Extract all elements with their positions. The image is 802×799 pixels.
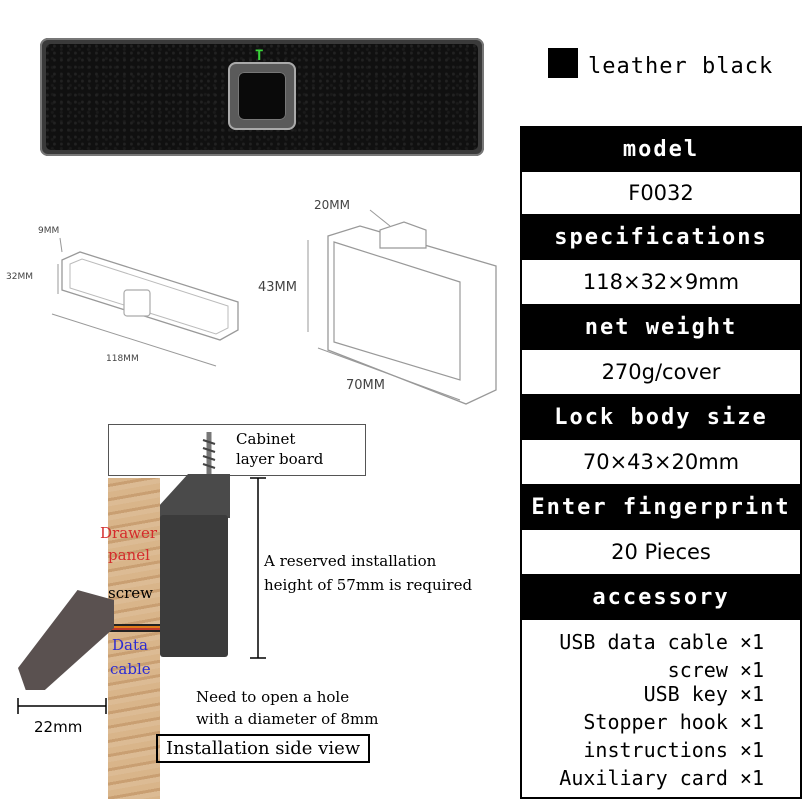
cover-dimension-drawing (51, 237, 239, 367)
accessory-item: instructions ×1 (583, 738, 764, 762)
drawer-panel (108, 478, 160, 799)
screw-icon (202, 432, 216, 478)
data-label-1: Data (112, 636, 148, 654)
drawer-label-2: panel (108, 546, 150, 564)
spec-header-model: model (520, 126, 802, 172)
spec-header-enter-fingerprint: Enter fingerprint (520, 484, 802, 530)
dim-43mm: 43MM (258, 280, 297, 295)
width-dimension-line (17, 698, 107, 714)
spec-header-lock-body-size: Lock body size (520, 394, 802, 440)
dim-118mm: 118MM (106, 354, 139, 364)
handle-width-label: 22mm (34, 718, 83, 736)
accessory-item: Auxiliary card ×1 (559, 766, 764, 790)
accessory-item: Stopper hook ×1 (583, 710, 764, 734)
height-dimension-line (250, 477, 266, 659)
accessory-item: USB data cable ×1 (559, 630, 764, 654)
board-label-1: Cabinet (236, 430, 296, 448)
spec-header-specifications: specifications (520, 214, 802, 260)
usb-key (18, 590, 114, 690)
spec-value-enter-fingerprint: 20 Pieces (520, 530, 802, 574)
spec-value-model: F0032 (520, 172, 802, 214)
dim-9mm: 9MM (38, 226, 60, 236)
hole-label-2: with a diameter of 8mm (196, 710, 379, 728)
spec-header-accessory: accessory (520, 574, 802, 620)
lock-body (160, 515, 228, 657)
spec-value-net-weight: 270g/cover (520, 350, 802, 394)
dim-70mm: 70MM (346, 378, 385, 393)
drawer-label-1: Drawer (100, 524, 158, 542)
data-cable (108, 624, 160, 632)
spec-value-specifications: 118×32×9mm (520, 260, 802, 304)
color-swatch (548, 48, 578, 78)
cabinet-board (108, 424, 366, 476)
data-label-2: cable (110, 660, 151, 678)
board-label-2: layer board (236, 450, 324, 468)
accessory-list: USB data cable ×1 screw ×1 USB key ×1 St… (520, 620, 802, 799)
installation-caption: Installation side view (156, 734, 371, 763)
spec-header-net-weight: net weight (520, 304, 802, 350)
reserved-label-2: height of 57mm is required (264, 576, 473, 594)
lock-body-dimension-drawing (307, 209, 497, 405)
fingerprint-sensor-icon (228, 62, 296, 130)
stopper-bracket (160, 474, 230, 518)
screw-label: screw (108, 584, 153, 602)
color-label: leather black (588, 54, 774, 79)
accessory-item: screw ×1 (667, 658, 764, 682)
dim-32mm: 32MM (6, 272, 33, 282)
spec-value-lock-body-size: 70×43×20mm (520, 440, 802, 484)
indicator-light-icon: T (255, 48, 264, 64)
hole-label-1: Need to open a hole (196, 688, 350, 706)
dim-20mm: 20MM (314, 198, 350, 212)
accessory-item: USB key ×1 (643, 682, 764, 706)
reserved-label-1: A reserved installation (264, 552, 437, 570)
